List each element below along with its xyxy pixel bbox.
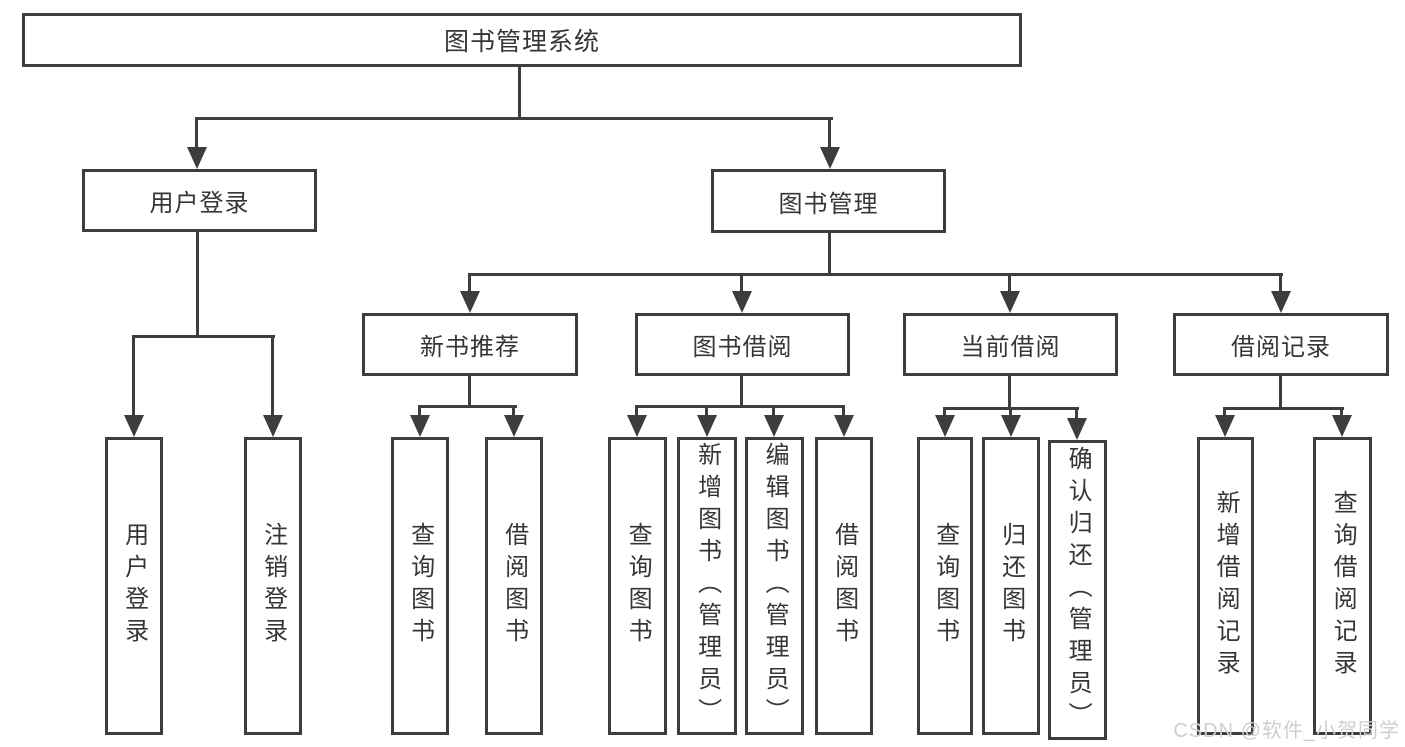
node-label: 借阅图书 [830, 522, 858, 650]
connector-vline [828, 231, 831, 275]
arrow-down-icon [1001, 415, 1021, 437]
arrow-down-icon [1000, 291, 1020, 313]
arrow-down-icon [1332, 415, 1352, 437]
arrow-down-icon [820, 147, 840, 169]
node-label: 归还图书 [997, 522, 1025, 650]
connector-vline [828, 117, 831, 149]
connector-vline [468, 374, 471, 407]
node-label: 注销登录 [259, 522, 287, 650]
node-add-borrow-record: 新增借阅记录 [1197, 437, 1254, 735]
node-book-borrowing: 图书借阅 [635, 313, 850, 376]
node-label: 借阅记录 [1231, 334, 1331, 361]
node-logout-leaf: 注销登录 [244, 437, 302, 735]
node-new-book-recommend: 新书推荐 [362, 313, 578, 376]
connector-vline [1340, 407, 1343, 417]
node-user-login: 用户登录 [82, 169, 317, 232]
arrow-down-icon [935, 415, 955, 437]
arrow-down-icon [1271, 291, 1291, 313]
node-user-login-leaf: 用户登录 [105, 437, 163, 735]
arrow-down-icon [1067, 418, 1087, 440]
connector-hline [132, 335, 275, 338]
arrow-down-icon [732, 291, 752, 313]
connector-vline [196, 230, 199, 337]
connector-vline [468, 275, 471, 293]
arrow-down-icon [410, 415, 430, 437]
connector-hline [468, 273, 1283, 276]
arrow-down-icon [187, 147, 207, 169]
node-query-books-2: 查询图书 [608, 437, 667, 735]
node-label: 当前借阅 [960, 334, 1061, 361]
node-label: 确认归还（管理员） [1064, 446, 1092, 734]
connector-vline [772, 405, 775, 417]
arrow-down-icon [627, 415, 647, 437]
connector-vline [1009, 407, 1012, 417]
arrow-down-icon [124, 415, 144, 437]
node-label: 新增图书（管理员） [693, 442, 721, 730]
connector-hline [1223, 407, 1344, 410]
node-borrow-books-2: 借阅图书 [815, 437, 873, 735]
node-label: 借阅图书 [500, 522, 528, 650]
arrow-down-icon [263, 415, 283, 437]
connector-vline [1279, 374, 1282, 409]
node-label: 编辑图书（管理员） [761, 442, 789, 730]
connector-hline [418, 405, 517, 408]
node-label: 用户登录 [149, 190, 250, 217]
node-label: 用户登录 [120, 522, 148, 650]
node-label: 图书借阅 [692, 334, 793, 361]
node-label: 图书管理 [778, 190, 879, 218]
node-borrowing-records: 借阅记录 [1173, 313, 1389, 376]
connector-vline [195, 117, 198, 149]
arrow-down-icon [1215, 415, 1235, 437]
node-label: 新书推荐 [420, 334, 520, 361]
connector-vline [740, 374, 743, 407]
arrow-down-icon [834, 415, 854, 437]
connector-vline [635, 405, 638, 417]
node-label: 查询图书 [624, 522, 652, 650]
connector-vline [1008, 374, 1011, 409]
arrow-down-icon [764, 415, 784, 437]
connector-vline [518, 66, 521, 120]
connector-vline [271, 335, 274, 417]
arrow-down-icon [504, 415, 524, 437]
node-label: 查询图书 [406, 522, 434, 650]
node-book-management: 图书管理 [711, 169, 946, 233]
watermark: CSDN @软件_小贺同学 [1173, 720, 1400, 742]
node-add-books-admin: 新增图书（管理员） [677, 437, 737, 735]
arrow-down-icon [460, 291, 480, 313]
connector-vline [842, 405, 845, 417]
arrow-down-icon [697, 415, 717, 437]
node-borrow-books-1: 借阅图书 [485, 437, 543, 735]
connector-vline [1279, 275, 1282, 293]
node-confirm-return-admin: 确认归还（管理员） [1048, 440, 1107, 740]
connector-vline [943, 407, 946, 417]
connector-vline [1008, 275, 1011, 293]
node-edit-books-admin: 编辑图书（管理员） [745, 437, 804, 735]
node-library-system: 图书管理系统 [22, 13, 1022, 67]
node-label: 图书管理系统 [443, 28, 600, 56]
connector-vline [705, 405, 708, 417]
node-query-books-1: 查询图书 [391, 437, 449, 735]
node-current-borrowing: 当前借阅 [903, 313, 1118, 376]
node-label: 查询图书 [931, 522, 959, 650]
node-query-books-3: 查询图书 [917, 437, 973, 735]
node-label: 查询借阅记录 [1329, 490, 1357, 682]
connector-vline [512, 405, 515, 417]
node-label: 新增借阅记录 [1212, 490, 1240, 682]
connector-hline [195, 117, 833, 120]
node-query-borrow-record: 查询借阅记录 [1313, 437, 1372, 735]
node-return-books: 归还图书 [982, 437, 1040, 735]
connector-vline [1075, 407, 1078, 420]
connector-vline [740, 275, 743, 293]
connector-vline [1223, 407, 1226, 417]
connector-vline [418, 405, 421, 417]
connector-vline [132, 335, 135, 417]
connector-hline [635, 405, 845, 408]
